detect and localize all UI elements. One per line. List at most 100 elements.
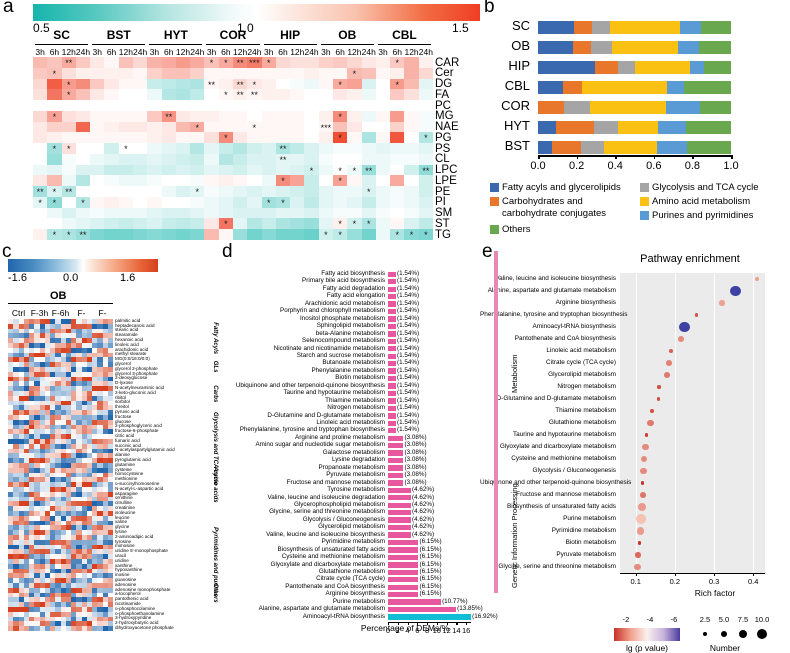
panel-c-cell: [76, 616, 82, 622]
panel-d-bar: [388, 338, 396, 345]
panel-d-value-label: (1.54%): [397, 284, 420, 292]
panel-c-cell: [76, 439, 82, 445]
panel-c-cell: [34, 319, 40, 325]
panel-c-cell: [86, 323, 93, 329]
panel-a-cell: [333, 175, 348, 187]
panel-a-cell: [104, 207, 120, 219]
panel-e-dot: [657, 385, 661, 389]
panel-a-cell: [104, 164, 120, 176]
panel-a-cell: [204, 175, 220, 187]
panel-a-cell: [133, 207, 148, 219]
panel-c-cell: [92, 491, 98, 497]
panel-c-cell: [107, 559, 114, 565]
panel-a-group-hyt: HYT: [163, 28, 188, 42]
panel-c-cell: [81, 520, 88, 526]
panel-a-cell: [275, 110, 291, 122]
panel-c-title: OB: [50, 290, 67, 302]
panel-c-cell: [34, 419, 40, 425]
panel-c-cell: [65, 381, 72, 387]
panel-a-cell: [333, 218, 348, 230]
panel-c-cell: [92, 607, 98, 613]
panel-c-row-label: succinic acid: [115, 442, 142, 448]
panel-c-cell: [102, 424, 109, 430]
panel-c-cell: [102, 405, 109, 411]
panel-c-cell: [65, 535, 72, 541]
panel-c-cell: [60, 535, 67, 541]
panel-a-cell: [375, 89, 391, 101]
panel-c-row-label: 2-aminoadipic acid: [115, 533, 154, 539]
panel-c-cell: [23, 439, 30, 445]
panel-c-cell: [107, 472, 114, 478]
panel-c-cell: [55, 472, 61, 478]
panel-a-cell: [404, 143, 420, 155]
panel-c-cell: [44, 338, 51, 344]
panel-c-cell: [29, 568, 35, 574]
panel-e-category-label: Nitrogen metabolism: [557, 383, 616, 390]
panel-d-x-tick-label: 6: [415, 626, 420, 636]
panel-a-group-rule: [320, 44, 374, 45]
panel-c-cell: [102, 458, 109, 464]
panel-a-cell: [147, 121, 162, 133]
panel-a-cell: [61, 110, 77, 122]
panel-c-cell: [23, 376, 30, 382]
panel-c-cell: [18, 539, 25, 545]
panel-a-timepoint: 3h: [206, 47, 217, 57]
panel-c-cell: [81, 515, 88, 521]
panel-c-cell: [18, 568, 25, 574]
panel-a-cell: [47, 196, 62, 209]
panel-c-cell: [50, 501, 56, 507]
panel-c-cell: [55, 419, 61, 425]
panel-a-cell: [261, 110, 277, 122]
panel-a-cell: [375, 153, 391, 166]
panel-a-timepoint: 12h: [61, 47, 76, 57]
panel-c-cell: [50, 343, 56, 349]
panel-c-cell: [60, 362, 67, 368]
panel-c-cell: [55, 477, 61, 483]
panel-c-cell: [44, 391, 51, 397]
panel-a-cell: [418, 153, 434, 166]
panel-e-dot: [664, 372, 670, 378]
panel-c-cell: [102, 319, 109, 325]
panel-a-cell: [304, 218, 320, 230]
panel-c-cell: [97, 371, 103, 377]
panel-c-cell: [76, 458, 82, 464]
panel-c-cell: [50, 362, 56, 368]
panel-c-cell: [55, 544, 61, 550]
panel-c-cell: [44, 381, 51, 387]
panel-c-cell: [86, 607, 93, 613]
panel-c-cell: [39, 592, 46, 598]
panel-e-x-tick: [635, 573, 637, 576]
panel-c-cell: [97, 515, 103, 521]
panel-c-cell: [86, 583, 93, 589]
panel-a-cell: [33, 89, 48, 101]
panel-c-cell: [65, 496, 72, 502]
panel-a-cell: [275, 153, 291, 166]
panel-c-cell: [97, 506, 103, 512]
panel-b-legend-swatch: [640, 211, 649, 220]
panel-c-cell: [8, 563, 14, 569]
panel-d-category-label: Lysine degradation: [332, 456, 385, 464]
panel-c-cell: [102, 386, 109, 392]
panel-c-cell: [34, 362, 40, 368]
panel-c-cell: [13, 573, 19, 579]
panel-d-value-label: (1.54%): [397, 374, 420, 382]
panel-a-cell: [233, 218, 248, 230]
panel-b-bar-hip: [538, 61, 732, 74]
panel-a-row-label-ps: PS: [435, 142, 451, 155]
panel-c-cell: [18, 477, 25, 483]
panel-c-cell: [13, 400, 19, 406]
panel-e-legend-dot: [738, 629, 748, 639]
panel-a-timepoint: 3h: [378, 47, 388, 57]
panel-c-cell: [60, 592, 67, 598]
panel-a-cell: [175, 67, 191, 79]
panel-c-category-label: Carbs: [212, 384, 218, 402]
panel-d-x-tick: [436, 622, 438, 626]
panel-c-cell: [34, 607, 40, 613]
panel-c-cell: [65, 352, 72, 358]
panel-c-cell: [102, 549, 109, 555]
panel-c-row-label: glycerol 3-phosphate: [115, 370, 158, 376]
panel-a-cell: [375, 100, 391, 112]
panel-c-cell: [34, 381, 40, 387]
panel-c-cell: [76, 328, 82, 334]
panel-b-segment: [538, 81, 564, 94]
